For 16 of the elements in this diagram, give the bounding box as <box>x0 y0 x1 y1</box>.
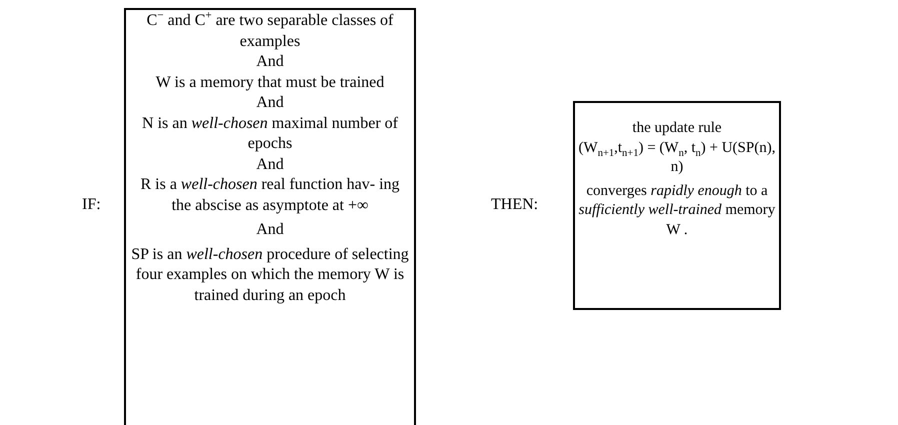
condition-text: And <box>255 52 285 72</box>
condition-text: And <box>255 93 285 113</box>
condition-text: N is an well-chosen maximal number of epochs <box>141 114 399 154</box>
condition-text: SP is an well-chosen procedure of selecting four examples on which the memory W is trained during an epoch <box>130 244 410 306</box>
condition-text: W is a memory that must be trained <box>154 72 386 92</box>
condition-text: And <box>255 220 285 240</box>
condition-text: (W$_{n+1}$,t$_{n+1}$) = (W$_{n}$, t$_{n}$) + U(SP(n), n) <box>578 138 776 177</box>
condition-text: R is a well-chosen real function hav- ing the abscise as asymptote at +∞ <box>139 175 401 216</box>
condition-text: C$^{−}$ and C$^{+}$ are two separable classes of examples <box>146 11 394 52</box>
condition-text: And <box>255 154 285 174</box>
condition-box <box>573 101 781 310</box>
keyword-label: IF: <box>82 196 101 214</box>
condition-text: converges rapidly enough to a sufficiently well-trained memory W . <box>578 182 776 240</box>
keyword-label: THEN: <box>491 196 538 214</box>
condition-box <box>124 8 416 425</box>
condition-text: the update rule <box>631 119 723 138</box>
